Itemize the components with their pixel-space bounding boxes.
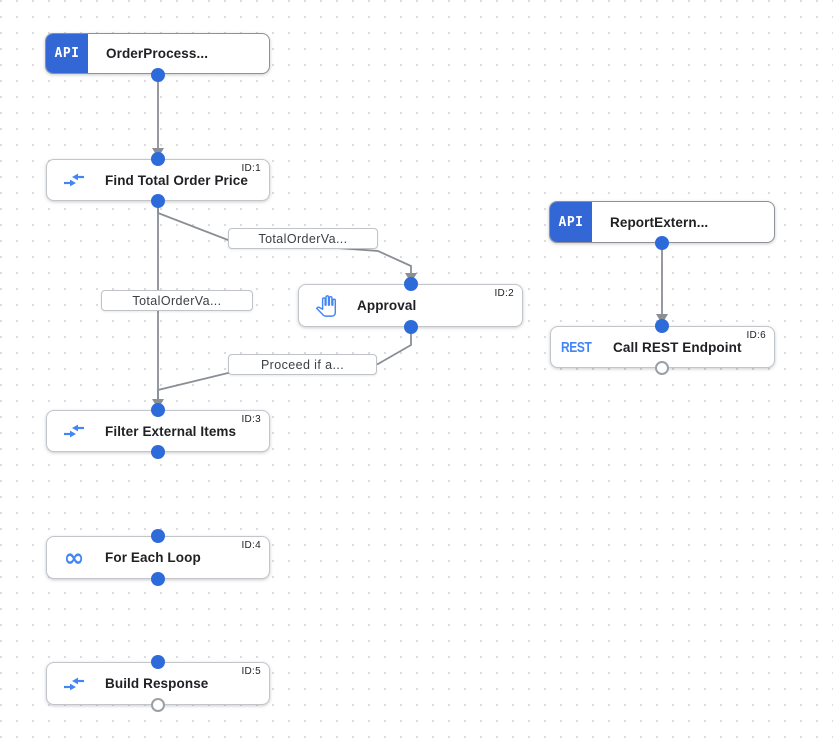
approval-hand-icon xyxy=(313,294,339,318)
node-id-badge: ID:1 xyxy=(241,163,261,174)
port-out-find-total[interactable] xyxy=(151,194,165,208)
node-title: Approval xyxy=(357,298,417,313)
api-trigger-badge: API xyxy=(46,34,88,73)
port-in-approval[interactable] xyxy=(404,277,418,291)
node-title: For Each Loop xyxy=(105,550,201,565)
node-title: Build Response xyxy=(105,676,209,691)
node-title: ReportExtern... xyxy=(610,214,709,230)
port-out-build-response-open[interactable] xyxy=(151,698,165,712)
data-mapping-icon xyxy=(61,672,87,696)
node-title: Call REST Endpoint xyxy=(613,339,742,355)
node-filter-external-items[interactable]: ID:3 Filter External Items xyxy=(46,410,270,452)
node-id-badge: ID:3 xyxy=(241,414,261,425)
port-out-foreach[interactable] xyxy=(151,572,165,586)
data-mapping-icon xyxy=(61,168,87,192)
port-in-call-rest[interactable] xyxy=(655,319,669,333)
port-out-call-rest-open[interactable] xyxy=(655,361,669,375)
node-approval[interactable]: ID:2 Approval xyxy=(298,284,523,327)
node-title: Find Total Order Price xyxy=(105,172,248,188)
node-id-badge: ID:6 xyxy=(746,330,766,341)
node-id-badge: ID:5 xyxy=(241,666,261,677)
port-in-build-response[interactable] xyxy=(151,655,165,669)
for-each-loop-icon: ∞ xyxy=(63,542,85,572)
node-title: OrderProcess... xyxy=(106,46,209,61)
edge-label-totalorderva-1[interactable]: TotalOrderVa... xyxy=(228,228,378,249)
port-out-filter[interactable] xyxy=(151,445,165,459)
node-id-badge: ID:4 xyxy=(241,540,261,551)
node-title: Filter External Items xyxy=(105,423,237,439)
edge-label-totalorderva-2[interactable]: TotalOrderVa... xyxy=(101,290,253,311)
rest-task-badge: REST xyxy=(561,338,592,356)
port-out-approval[interactable] xyxy=(404,320,418,334)
data-mapping-icon xyxy=(61,419,87,443)
edge-label-proceed-if[interactable]: Proceed if a... xyxy=(228,354,377,375)
api-trigger-badge: API xyxy=(550,202,592,242)
port-out-reportextern[interactable] xyxy=(655,236,669,250)
port-in-find-total[interactable] xyxy=(151,152,165,166)
port-in-filter[interactable] xyxy=(151,403,165,417)
node-id-badge: ID:2 xyxy=(494,288,514,299)
port-in-foreach[interactable] xyxy=(151,529,165,543)
port-out-orderprocess[interactable] xyxy=(151,68,165,82)
